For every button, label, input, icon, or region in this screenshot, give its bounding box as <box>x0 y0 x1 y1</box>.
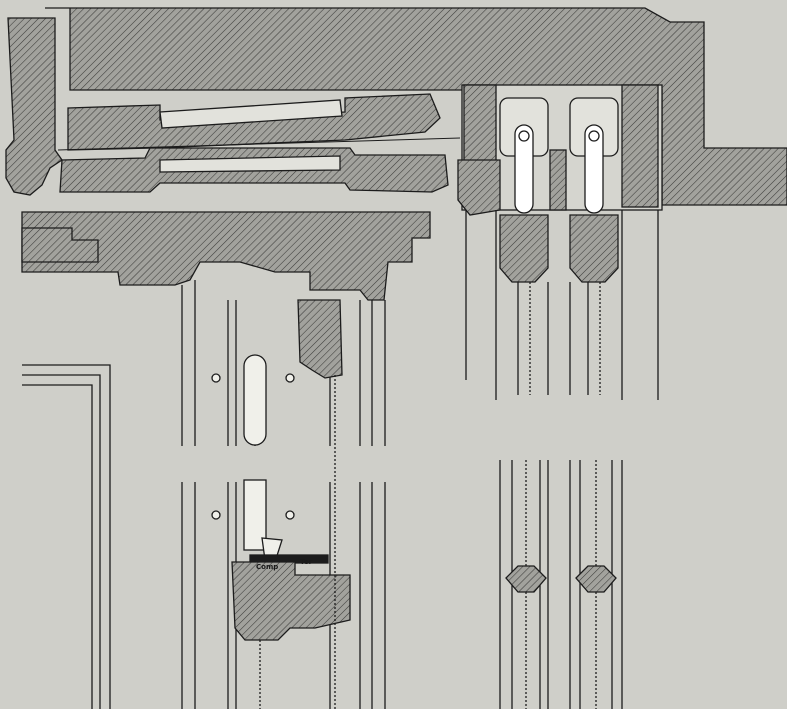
section-break-gap <box>178 446 393 482</box>
sash-weight-1 <box>514 124 534 214</box>
screw-icon <box>211 510 221 520</box>
pulley-stile-block <box>297 299 343 379</box>
left-panel-outline <box>22 364 111 709</box>
meeting-rail-joint-1 <box>505 565 547 593</box>
right-vertical-section <box>465 210 659 709</box>
pulley-corner-cap <box>457 159 501 216</box>
left-moulding <box>21 227 99 263</box>
screw-icon <box>285 373 295 383</box>
sash-label-right: Ter <box>300 558 313 566</box>
head-section-hatched <box>45 7 787 206</box>
screw-icon <box>211 373 221 383</box>
parting-bead <box>549 149 567 211</box>
meeting-rail-lower <box>231 561 351 641</box>
screw-icon <box>285 510 295 520</box>
upper-glass-pane <box>159 99 343 129</box>
left-head-hatched <box>21 211 431 301</box>
left-head-section <box>21 211 431 709</box>
weight-ring-2 <box>588 130 600 142</box>
lower-glass-pane <box>159 155 341 173</box>
pulley-stile-right <box>621 84 659 208</box>
sash-cord-line <box>57 137 461 151</box>
sash-label-left: Comp <box>256 563 278 571</box>
lower-weight-bar <box>243 479 267 551</box>
upper-weight-bar <box>243 354 267 446</box>
meeting-rail-joint-2 <box>575 565 617 593</box>
weight-ring-1 <box>518 130 530 142</box>
top-plan-section <box>5 7 787 216</box>
upper-sash-stile-2 <box>569 214 619 283</box>
upper-sash-stile-1 <box>499 214 549 283</box>
left-jamb-trim <box>5 17 63 196</box>
sash-weight-2 <box>584 124 604 214</box>
